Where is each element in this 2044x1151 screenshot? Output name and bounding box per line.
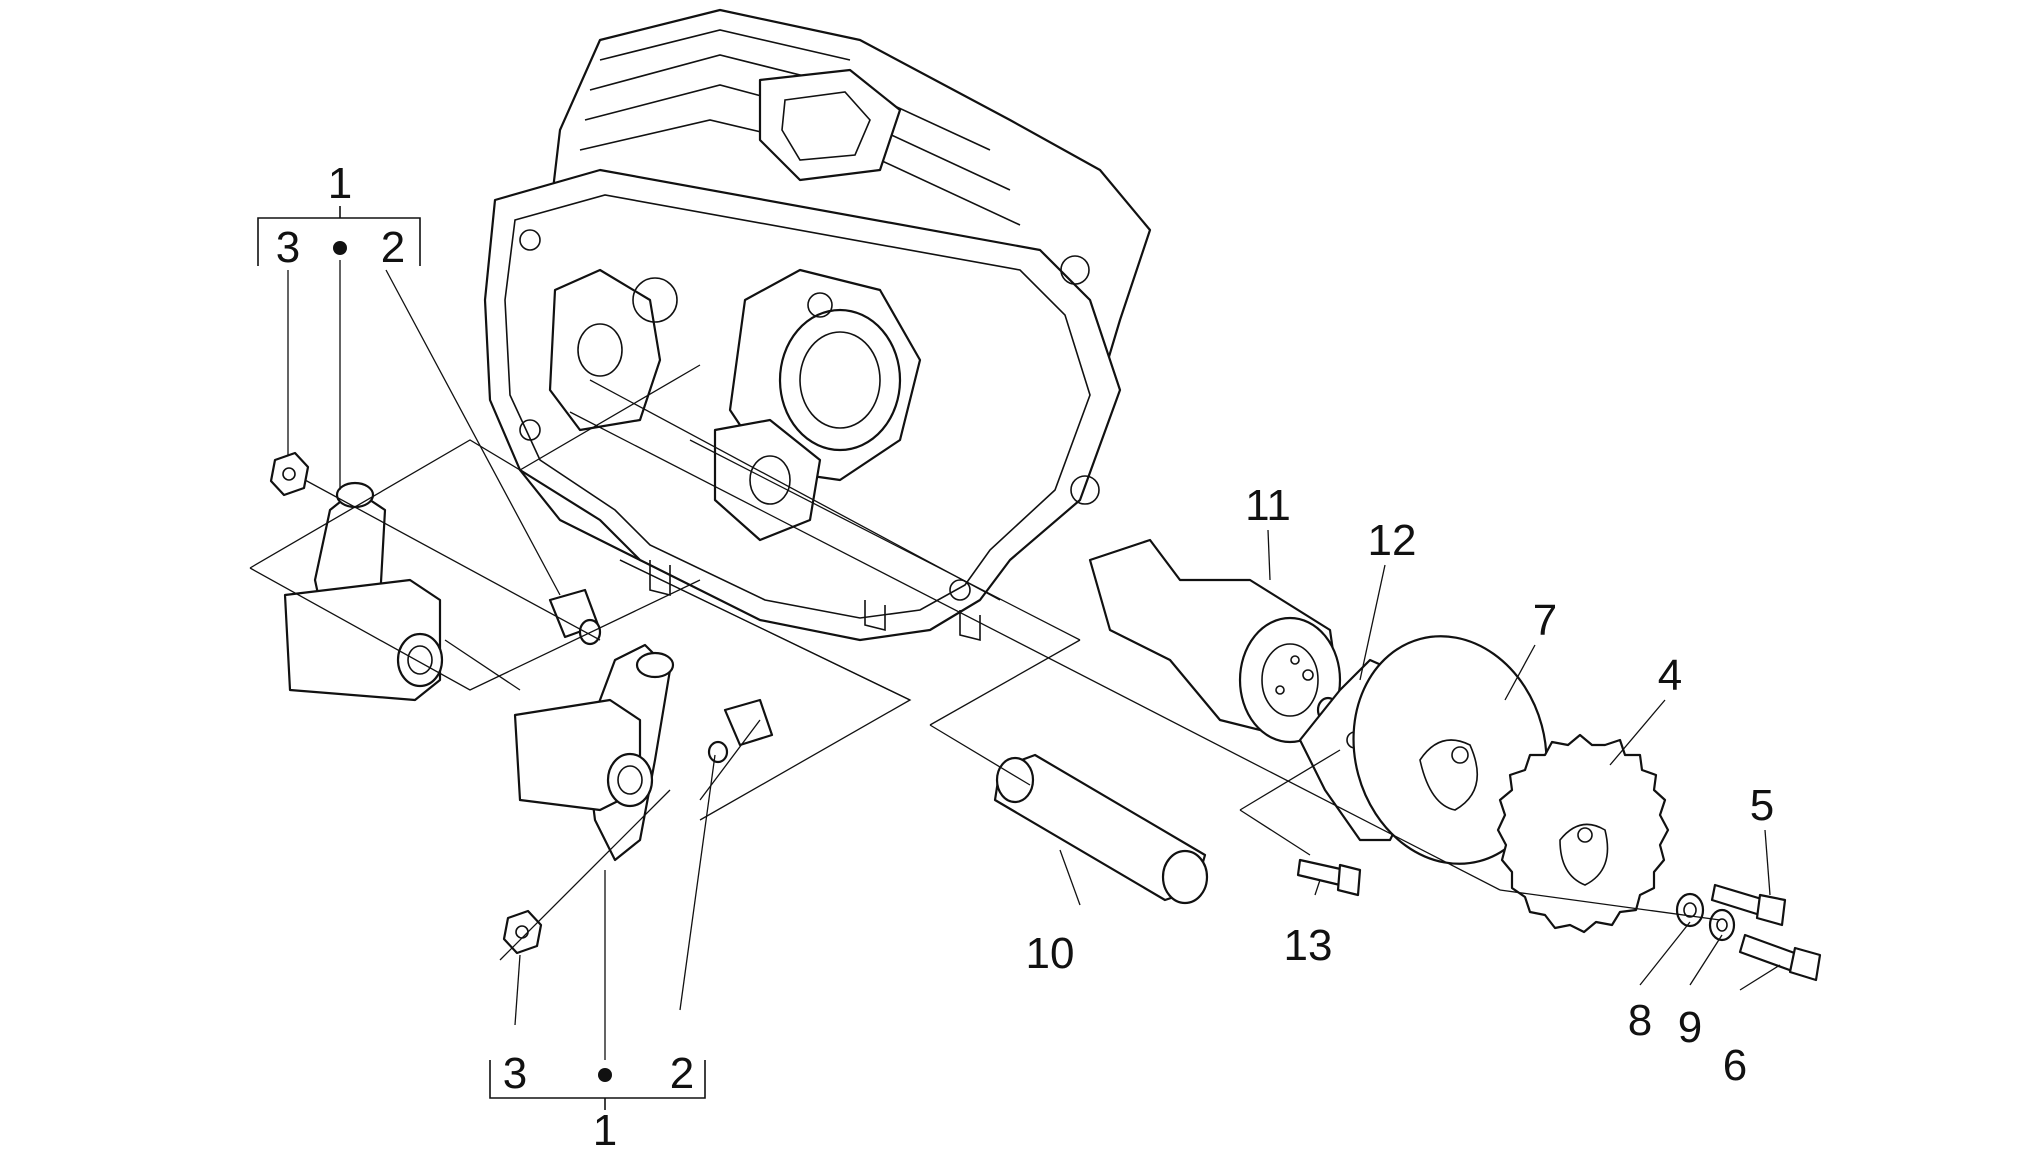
callout-4: 4 — [1658, 651, 1682, 700]
callout-13: 13 — [1284, 921, 1333, 970]
washer-8 — [1675, 892, 1705, 928]
rocker-shaft — [993, 753, 1209, 905]
callout-11: 11 — [1245, 481, 1291, 530]
camshaft — [1088, 538, 1342, 744]
bolt-5 — [1710, 883, 1787, 927]
callout-3-top: 3 — [276, 223, 300, 272]
callout-3-bottom: 3 — [503, 1049, 527, 1098]
cam-plate — [1352, 635, 1548, 865]
bolt-13 — [1296, 858, 1362, 897]
rocker-arm-lower — [513, 643, 675, 862]
bracket-top — [257, 206, 421, 266]
bracket-bottom — [489, 1060, 706, 1110]
callout-6: 6 — [1723, 1041, 1747, 1090]
callout-10: 10 — [1026, 929, 1075, 978]
callout-2-bottom: 2 — [670, 1049, 694, 1098]
callout-7: 7 — [1533, 596, 1557, 645]
callout-9: 9 — [1678, 1003, 1702, 1052]
adjuster-screw-lower — [707, 698, 774, 764]
callout-1-top: 1 — [328, 159, 352, 208]
callout-8: 8 — [1628, 996, 1652, 1045]
lock-nut-upper — [269, 451, 310, 497]
rocker-arm-upper — [283, 481, 444, 702]
callout-1-bottom: 1 — [593, 1106, 617, 1151]
callout-5: 5 — [1750, 781, 1774, 830]
leader-lines — [249, 260, 1781, 1060]
timing-sprocket — [1496, 733, 1670, 934]
lock-nut-lower — [502, 909, 543, 955]
washer-9 — [1708, 908, 1736, 942]
callout-2-top: 2 — [381, 223, 405, 272]
cylinder-head — [483, 8, 1152, 642]
callout-12: 12 — [1368, 516, 1417, 565]
bolt-6 — [1738, 933, 1822, 982]
